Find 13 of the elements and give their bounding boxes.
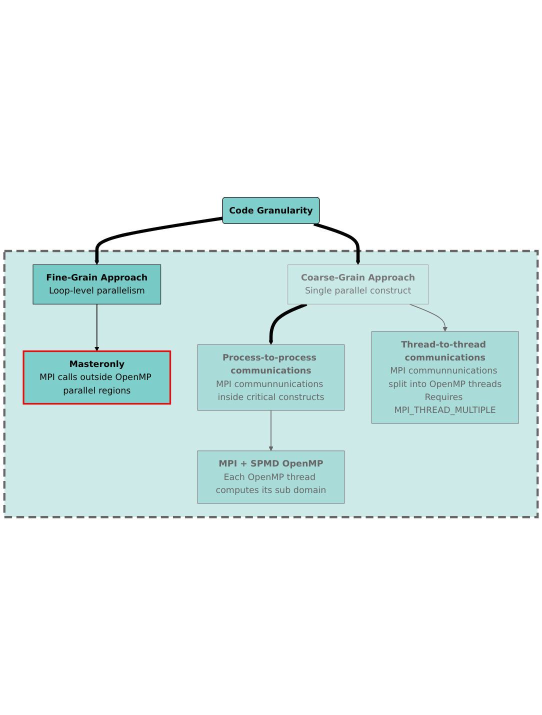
- arrow: [268, 302, 308, 346]
- node-box: Thread-to-thread communications MPI communnunications split into OpenMP threads Requires MPI_THREAD_MULTIPLE: [371, 331, 519, 424]
- arrow: [94, 304, 100, 352]
- node-box: MPI + SPMD OpenMP Each OpenMP thread computes its sub domain: [197, 450, 345, 504]
- arrow: [94, 216, 224, 266]
- arrow: [409, 304, 448, 332]
- node-box: Coarse-Grain Approach Single parallel construct: [288, 264, 429, 305]
- cluster: [3, 250, 539, 518]
- arrow: [268, 410, 274, 452]
- node-box: Fine-Grain Approach Loop-level parallelism: [32, 264, 162, 305]
- node-box: Process-to-process communications MPI communnunications inside critical constructs: [197, 344, 345, 411]
- arrow: [313, 222, 360, 266]
- node-box: Masteronly MPI calls outside OpenMP parallel regions: [22, 350, 172, 405]
